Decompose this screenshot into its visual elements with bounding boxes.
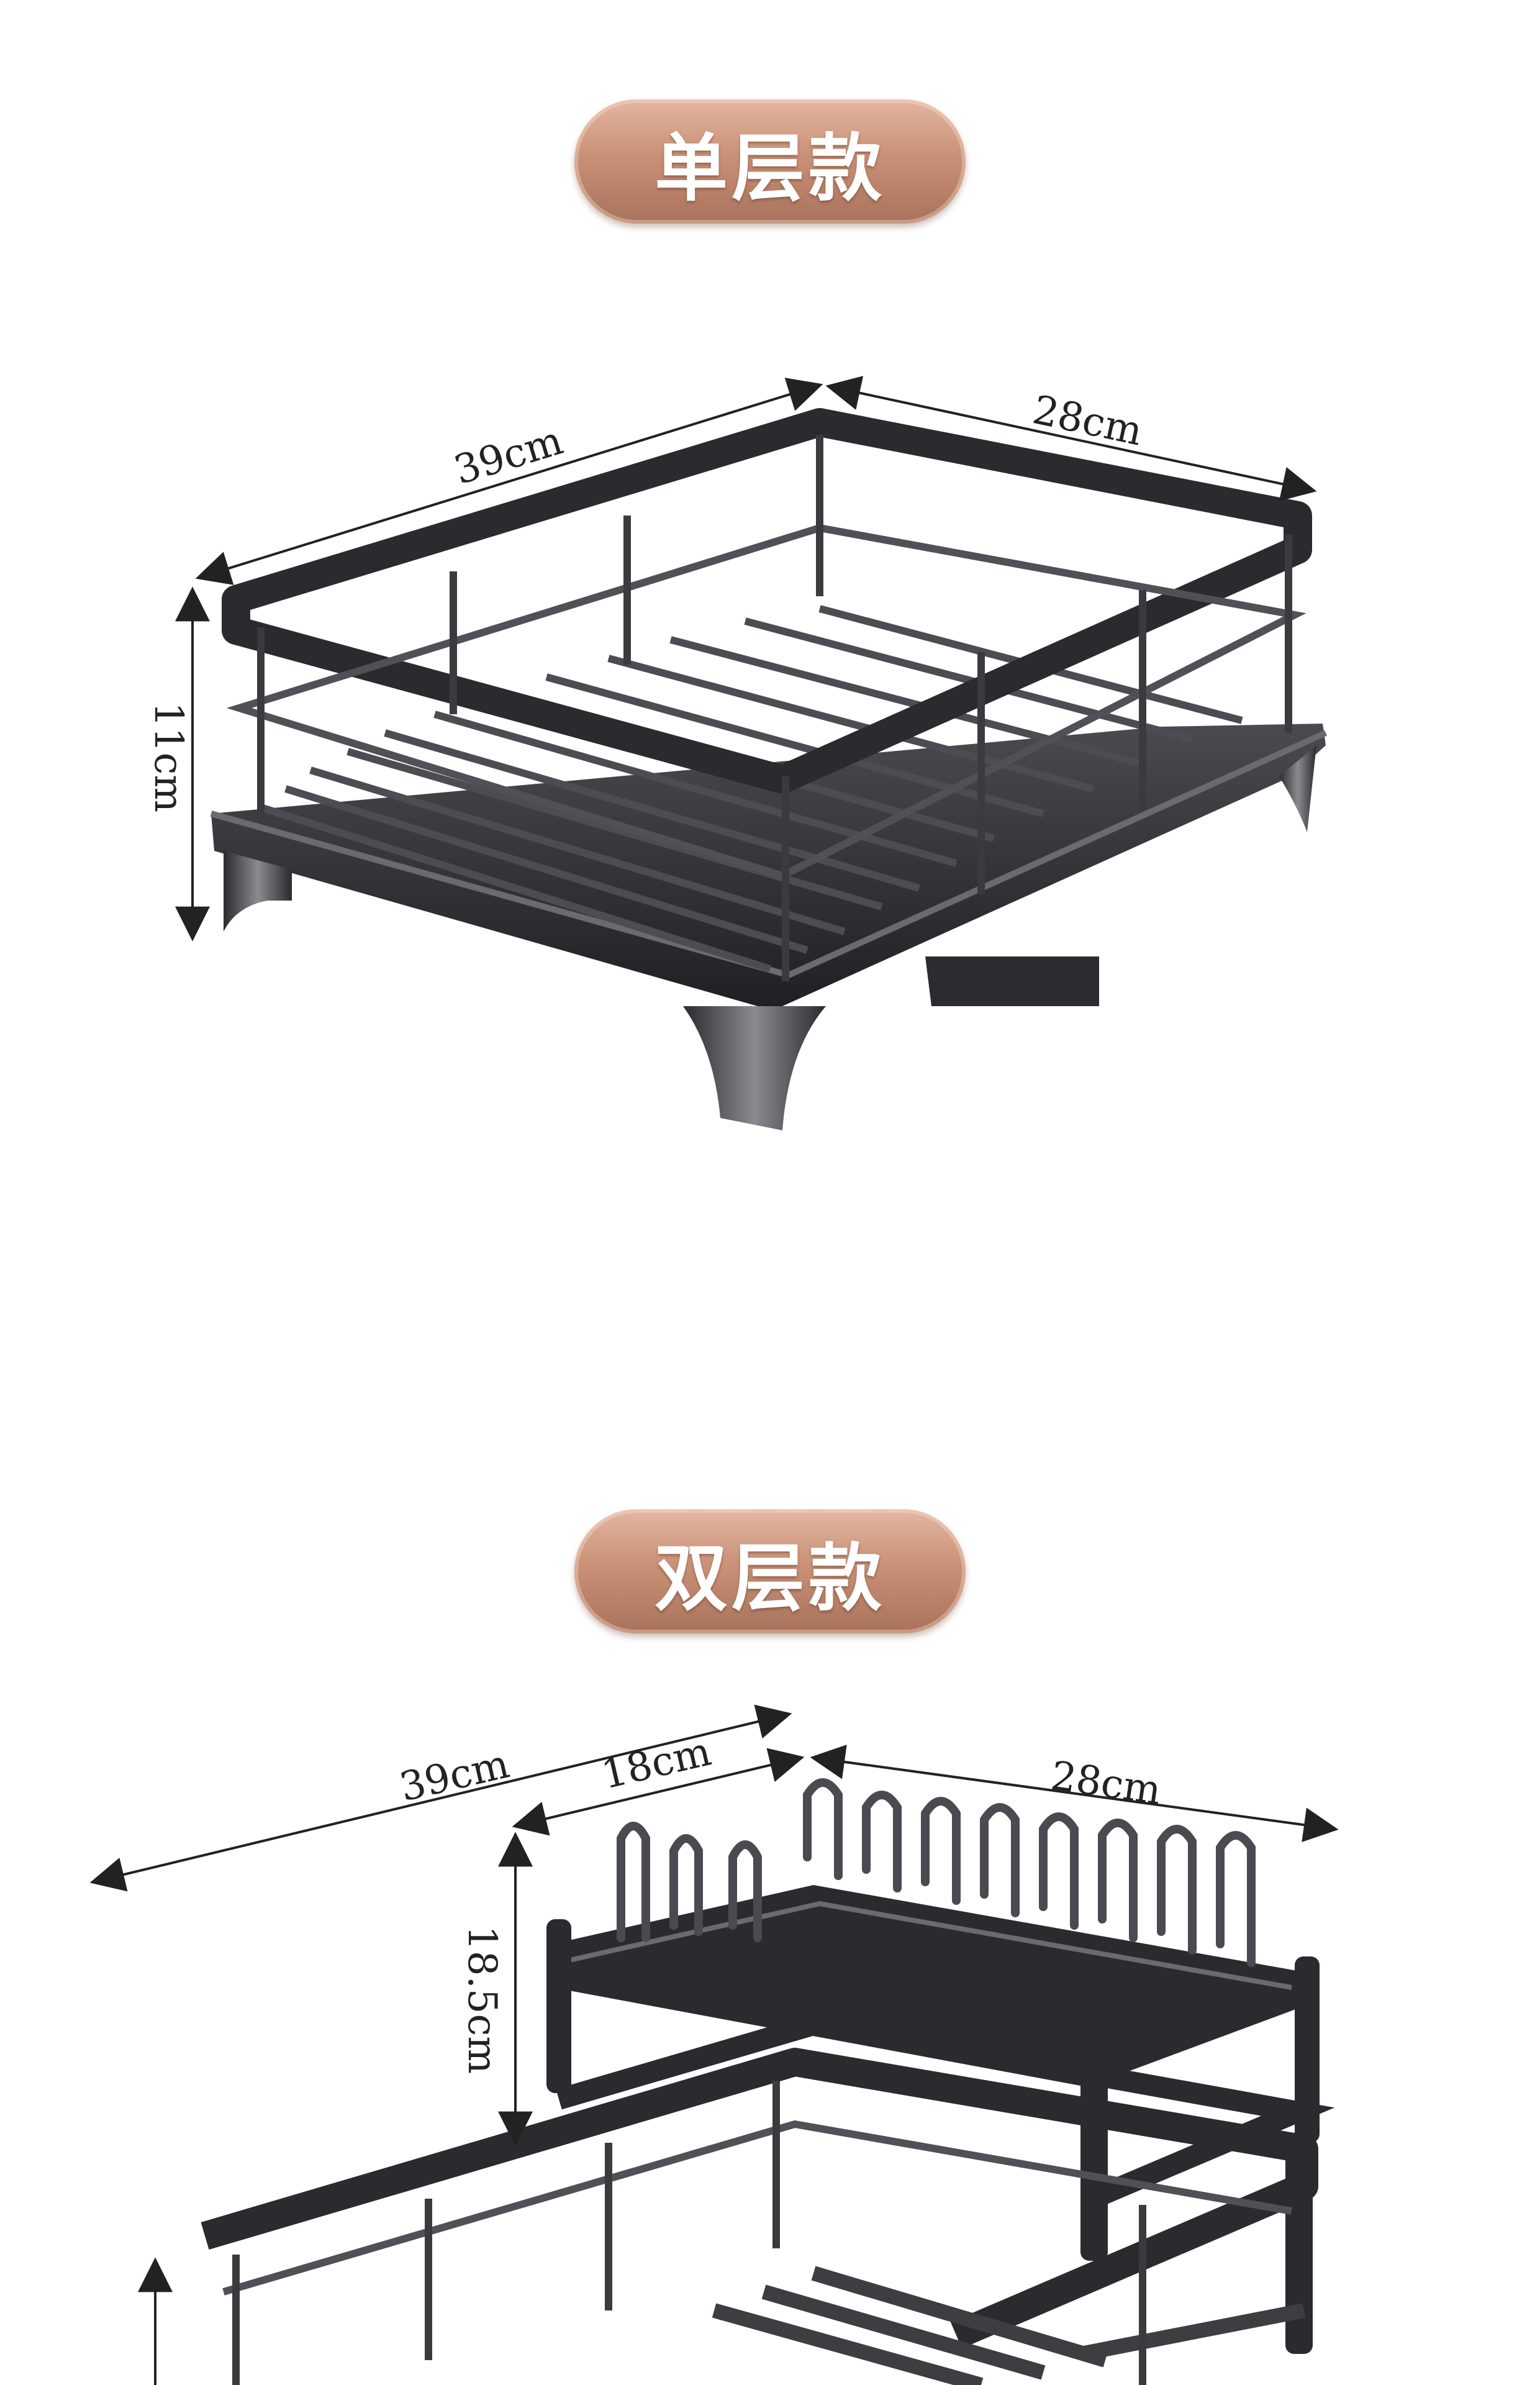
height-label-2: 18.5cm (459, 1925, 505, 2074)
length-dimension-line (195, 378, 823, 585)
width-dimension-line-2 (810, 1745, 1339, 1842)
length-label-2: 39cm (396, 1741, 514, 1810)
single-tier-title: 单层款 (654, 125, 886, 211)
upper-length-label: 18cm (597, 1729, 715, 1798)
single-tier-rack (210, 408, 1328, 1130)
width-dimension-line (825, 376, 1317, 501)
double-tier-badge: 双层款 (574, 1509, 966, 1633)
height-label: 11cm (145, 702, 191, 812)
upper-length-dimension-line (512, 1748, 805, 1836)
length-dimension-line-2 (89, 1704, 792, 1892)
double-tier-title: 双层款 (654, 1535, 886, 1621)
width-label: 28cm (1029, 387, 1146, 455)
double-tier-rack (201, 1778, 1335, 2385)
width-label-2: 28cm (1048, 1753, 1164, 1814)
single-tier-badge: 单层款 (574, 99, 966, 224)
